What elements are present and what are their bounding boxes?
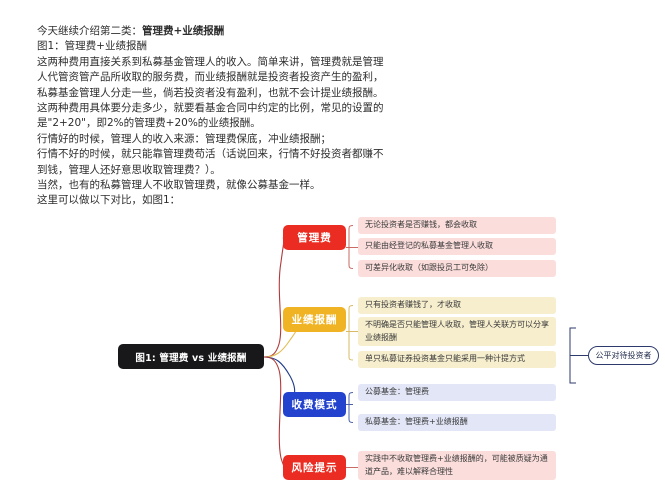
mindmap-annotation-pill[interactable]: 公平对待投资者 bbox=[588, 346, 659, 365]
mindmap-leaf-shoufeimoshi-1[interactable]: 公募基金：管理费 bbox=[358, 384, 556, 401]
mindmap-leaf-fengxiantishi-1[interactable]: 实践中不收取管理费+业绩报酬的，可能被质疑为通道产品，难以解释合理性 bbox=[358, 451, 556, 480]
article-line: 当然，也有的私募管理人不收取管理费，就像公募基金一样。 bbox=[37, 179, 321, 192]
article-line: 这两种费用直接关系到私募基金管理人的收入。简单来讲，管理费就是管理 bbox=[37, 55, 384, 68]
mindmap-root-node[interactable]: 图1: 管理费 vs 业绩报酬 bbox=[118, 344, 264, 369]
mindmap-leaf-guanlifei-1[interactable]: 无论投资者是否赚钱，都会收取 bbox=[358, 217, 556, 234]
mindmap-leaf-yejibaochou-2[interactable]: 不明确是否只能管理人收取，管理人关联方可以分享业绩报酬 bbox=[358, 317, 556, 346]
mindmap-leaf-yejibaochou-3[interactable]: 单只私募证券投资基金只能采用一种计提方式 bbox=[358, 351, 556, 368]
mindmap-leaf-guanlifei-2[interactable]: 只能由经登记的私募基金管理人收取 bbox=[358, 238, 556, 255]
article-line: 图1：管理费+业绩报酬 bbox=[37, 40, 147, 53]
article-line: 到钱，管理人还好意思收取管理费？）。 bbox=[37, 163, 221, 176]
mindmap-branch-shoufeimoshi[interactable]: 收费模式 bbox=[283, 392, 346, 417]
mindmap-leaf-guanlifei-3[interactable]: 可差异化收取（如跟投员工可免除） bbox=[358, 260, 556, 277]
article-line-lead: 今天继续介绍第二类： bbox=[37, 25, 142, 37]
article-line: 是"2+20"，即2%的管理费+20%的业绩报酬。 bbox=[37, 117, 261, 130]
mindmap-diagram: 图1: 管理费 vs 业绩报酬 管理费 业绩报酬 收费模式 风险提示 无论投资者… bbox=[0, 196, 665, 500]
mindmap-branch-yejibaochou[interactable]: 业绩报酬 bbox=[283, 307, 346, 332]
spine-shoufeimoshi bbox=[348, 392, 354, 423]
mindmap-branch-fengxiantishi[interactable]: 风险提示 bbox=[283, 455, 346, 480]
wire-guanlifei bbox=[263, 237, 285, 358]
article-line: 这里可以做以下对比，如图1： bbox=[37, 194, 181, 207]
article-line: 行情不好的时候，就只能靠管理费苟活（话说回来，行情不好投资者都赚不 bbox=[37, 148, 384, 161]
wire-fengxiantishi bbox=[263, 356, 285, 469]
mindmap-branch-guanlifei[interactable]: 管理费 bbox=[283, 225, 346, 250]
article-line: 今天继续介绍第二类：管理费+业绩报酬 bbox=[37, 24, 457, 39]
article-line: 私募基金管理人分走一些，倘若投资者没有盈利，也就不会计提业绩报酬。 bbox=[37, 86, 384, 99]
article-line: 人代管资管产品所收取的服务费，而业绩报酬就是投资者投资产生的盈利， bbox=[37, 71, 384, 84]
mindmap-leaf-shoufeimoshi-2[interactable]: 私募基金：管理费+业绩报酬 bbox=[358, 414, 556, 431]
spine-yejibaochou bbox=[348, 305, 354, 361]
article-text-block: 今天继续介绍第二类：管理费+业绩报酬 图1：管理费+业绩报酬 这两种费用直接关系… bbox=[37, 24, 457, 209]
spine-guanlifei bbox=[348, 225, 354, 269]
article-line: 这两种费用具体要分走多少，就要看基金合同中约定的比例，常见的设置的 bbox=[37, 102, 384, 115]
article-line: 行情好的时候，管理人的收入来源：管理费保底，冲业绩报酬； bbox=[37, 132, 331, 145]
article-line-bold: 管理费+业绩报酬 bbox=[142, 25, 225, 37]
mindmap-leaf-yejibaochou-1[interactable]: 只有投资者赚钱了，才收取 bbox=[358, 297, 556, 314]
